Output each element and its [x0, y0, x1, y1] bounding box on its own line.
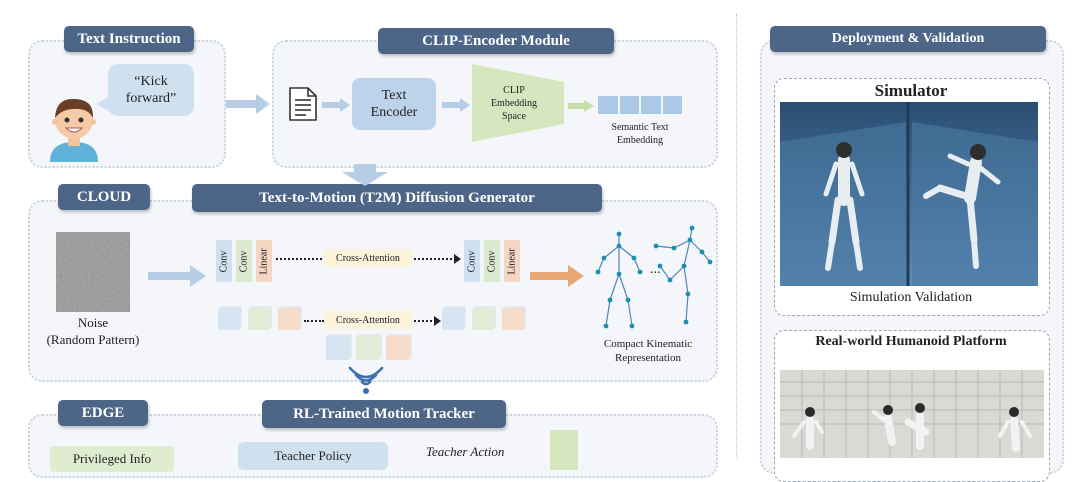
cube-green-3 [356, 336, 380, 360]
linear-layer: Linear [256, 240, 272, 282]
speech-text: “Kick forward” [125, 74, 177, 106]
conv-layer-2: Conv [236, 240, 252, 282]
network-to-kinematic-arrow [530, 265, 584, 287]
edge-header: EDGE [58, 400, 148, 426]
embedding-space-label: CLIP Embedding Space [490, 84, 538, 122]
simulator-render [780, 102, 1038, 286]
realworld-photo [780, 370, 1044, 458]
semantic-embedding-label: Semantic Text Embedding [611, 122, 669, 146]
noise-sublabel: (Random Pattern) [46, 332, 140, 347]
teacher-action-bar [550, 430, 578, 470]
user-avatar-icon [50, 98, 98, 162]
t2m-header: Text-to-Motion (T2M) Diffusion Generator [192, 184, 602, 212]
embedding-cell [662, 96, 682, 114]
conv-layer-1: Conv [216, 240, 232, 282]
clip-to-t2m-arrow [342, 164, 388, 186]
conv-layer-2-label: Conv [238, 250, 250, 272]
simulation-validation-label: Simulation Validation [849, 290, 973, 305]
cube-blue-3 [326, 336, 350, 360]
clip-module-header: CLIP-Encoder Module [378, 28, 614, 54]
privileged-info-box: Privileged Info [50, 446, 174, 472]
embedding-to-vector-arrow [568, 100, 594, 112]
embedding-cell [641, 96, 661, 114]
conv-layer-4: Conv [484, 240, 500, 282]
conv-layer-1-label: Conv [218, 250, 230, 272]
kinematic-label: Compact Kinematic Representation [603, 338, 693, 364]
embedding-cell [598, 96, 618, 114]
cloud-panel [28, 200, 718, 382]
cube-green-1 [248, 308, 270, 330]
cube-orange-1 [278, 308, 300, 330]
cube-blue-1 [218, 308, 240, 330]
rl-tracker-header: RL-Trained Motion Tracker [262, 400, 506, 428]
conv-layer-3: Conv [464, 240, 480, 282]
teacher-policy-box: Teacher Policy [238, 442, 388, 470]
cross-attention-box-2: Cross-Attention [324, 311, 412, 329]
simulator-title: Simulator [874, 81, 948, 100]
cube-blue-2 [442, 308, 464, 330]
cube-green-2 [472, 308, 494, 330]
linear-layer-2-label: Linear [506, 247, 518, 275]
linear-layer-2: Linear [504, 240, 520, 282]
realworld-title: Real-world Humanoid Platform [815, 334, 1007, 349]
embedding-cell [619, 96, 639, 114]
wireless-signal-icon [348, 366, 384, 394]
noise-label: Noise [77, 315, 109, 330]
embedding-space-shape [472, 64, 564, 142]
attention-arrowhead-1 [454, 254, 461, 264]
deployment-header: Deployment & Validation [770, 26, 1046, 52]
teacher-action-label: Teacher Action [426, 444, 505, 459]
column-separator [736, 14, 737, 458]
attention-connector-2a [304, 320, 324, 322]
cube-orange-2 [502, 308, 524, 330]
embedding-vector [598, 96, 682, 114]
text-encoder-box: Text Encoder [352, 78, 436, 130]
noise-to-network-arrow [148, 265, 206, 287]
instruction-to-clip-arrow [226, 94, 270, 114]
document-icon [289, 87, 317, 121]
skeleton-ellipsis: ... [650, 262, 661, 277]
cross-attention-box-1: Cross-Attention [324, 249, 412, 267]
kinematic-skeleton-1 [595, 231, 643, 329]
noise-image [56, 232, 130, 312]
attention-connector-1a [276, 258, 322, 260]
speech-bubble [108, 64, 194, 116]
cube-orange-3 [386, 336, 410, 360]
attention-arrowhead-2 [434, 316, 441, 326]
kinematic-skeleton-2 [653, 225, 713, 325]
cloud-header: CLOUD [58, 184, 150, 210]
encoder-to-embedding-arrow [442, 98, 470, 112]
conv-layer-3-label: Conv [466, 250, 478, 272]
speech-bubble-tail [96, 96, 110, 112]
linear-layer-label: Linear [258, 247, 270, 275]
doc-to-encoder-arrow [322, 98, 350, 112]
conv-layer-4-label: Conv [486, 250, 498, 272]
text-instruction-header: Text Instruction [64, 26, 194, 52]
attention-connector-2b [414, 320, 436, 322]
attention-connector-1b [414, 258, 456, 260]
